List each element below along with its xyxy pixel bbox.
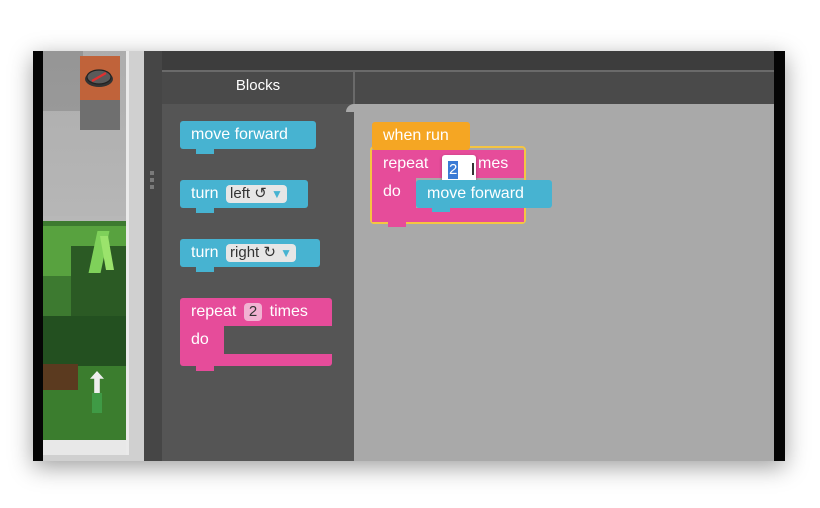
repeat-slot — [224, 326, 332, 354]
toolbox-title: Blocks — [235, 77, 281, 94]
block-notch — [388, 222, 406, 227]
stone-pillar — [80, 100, 120, 130]
block-notch — [196, 267, 214, 272]
resize-grip-icon[interactable] — [150, 171, 158, 191]
direction-dropdown[interactable]: right ↻ ▼ — [226, 244, 297, 262]
block-label: turn — [191, 185, 219, 202]
toolbox-panel — [162, 104, 354, 461]
toolbox-move-forward-block[interactable]: move forward — [180, 121, 316, 149]
game-border — [126, 51, 144, 458]
block-notch — [196, 366, 214, 371]
repeat-do-label: do — [191, 331, 209, 348]
block-label: repeat — [383, 155, 429, 172]
game-border-bottom-inner — [43, 440, 126, 455]
block-notch — [196, 208, 214, 213]
workspace-corner — [346, 104, 354, 112]
when-run-block[interactable]: when run — [372, 122, 470, 150]
workspace-move-forward-block[interactable]: move forward — [416, 180, 552, 208]
workspace-repeat-spine — [372, 178, 416, 208]
block-label: when run — [383, 127, 449, 144]
repeat-block-footer — [180, 354, 332, 366]
header-bar — [162, 70, 774, 104]
resize-splitter[interactable] — [144, 51, 162, 461]
toolbox-turn-right-block[interactable]: turn right ↻ ▼ — [180, 239, 320, 267]
workspace-repeat-footer — [372, 208, 524, 222]
game-border-bottom — [43, 455, 144, 461]
rotate-right-icon: right ↻ — [230, 244, 276, 261]
toolbox-repeat-block[interactable]: repeat 2 times — [180, 298, 332, 326]
rotate-left-icon: left ↺ — [230, 185, 267, 202]
header-divider — [353, 70, 355, 104]
workspace-do-label: do — [383, 183, 401, 200]
block-label: turn — [191, 244, 219, 261]
block-notch — [432, 208, 450, 212]
dirt-block — [43, 364, 78, 390]
toolbox-turn-left-block[interactable]: turn left ↺ ▼ — [180, 180, 308, 208]
repeat-block-spine — [180, 326, 224, 354]
repeat-times-label: mes — [478, 155, 509, 172]
text-cursor-icon — [472, 163, 474, 175]
window-edge-left — [33, 51, 43, 461]
block-label: move forward — [191, 126, 288, 143]
top-strip — [162, 51, 774, 70]
count-selection: 2 — [448, 161, 459, 179]
compass-icon — [83, 66, 115, 88]
dropdown-arrow-icon: ▼ — [280, 246, 293, 260]
window-edge-right — [774, 51, 785, 461]
block-notch — [196, 149, 214, 154]
repeat-count-field[interactable]: 2 — [243, 303, 263, 321]
dropdown-arrow-icon: ▼ — [270, 187, 283, 201]
block-label: move forward — [427, 185, 524, 202]
direction-dropdown[interactable]: left ↺ ▼ — [226, 185, 287, 203]
grass-dark — [43, 316, 126, 366]
block-label: repeat — [191, 303, 237, 320]
block-label: times — [269, 303, 308, 320]
player-body — [92, 393, 102, 413]
